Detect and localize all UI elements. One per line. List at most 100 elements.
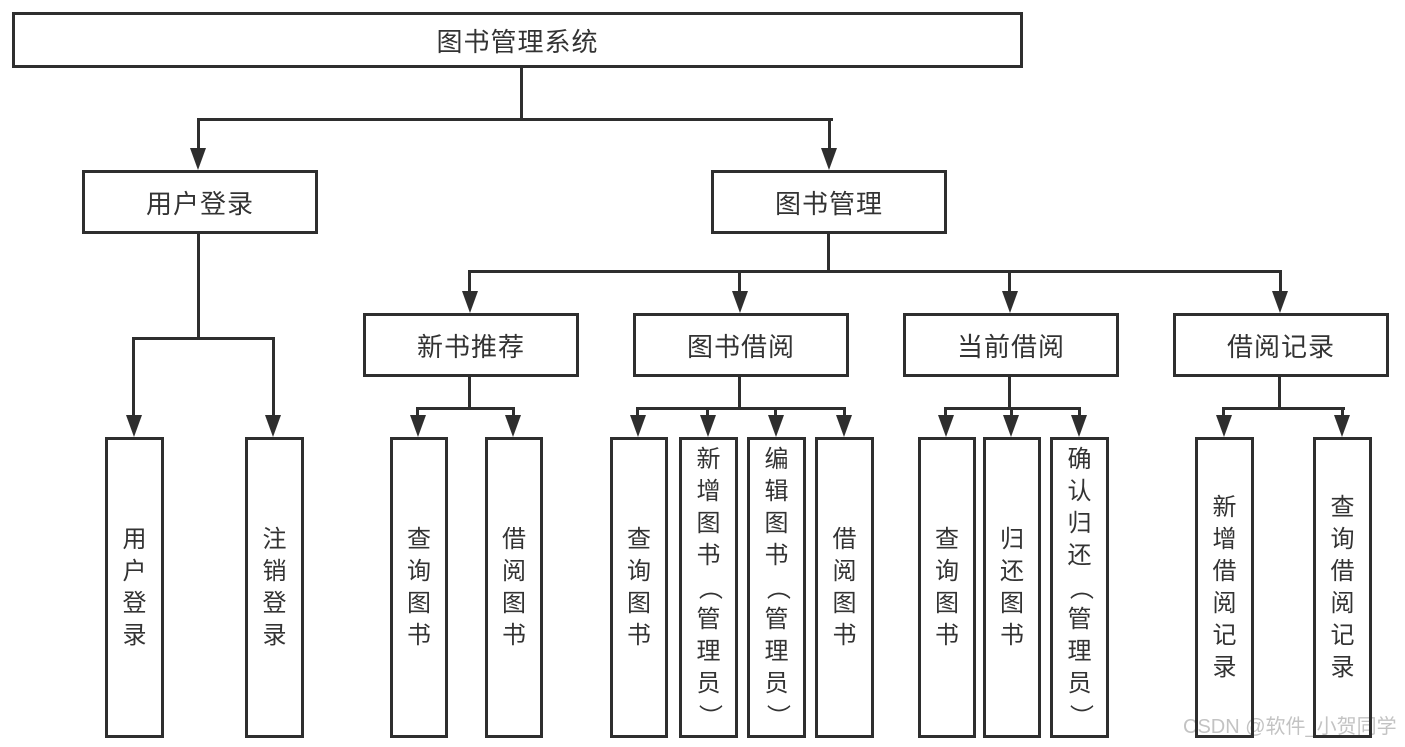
leaf-borrow-books: 借阅图书 xyxy=(815,437,874,738)
arrow-down-icon xyxy=(1272,291,1288,313)
connector-line xyxy=(944,407,947,419)
arrow-down-icon xyxy=(630,415,646,437)
connector-line xyxy=(512,407,515,419)
arrow-down-icon xyxy=(190,148,206,170)
leaf-label-char: （ xyxy=(695,575,723,600)
leaf-label-char: 书 xyxy=(407,621,431,649)
leaf-label-char: 管 xyxy=(764,605,789,633)
leaf-label-char: 图 xyxy=(1000,589,1024,617)
leaf-label-char: 阅 xyxy=(502,557,526,585)
connector-line xyxy=(1010,407,1013,419)
connector-line xyxy=(827,233,830,273)
arrow-down-icon xyxy=(1002,291,1018,313)
connector-line xyxy=(468,270,471,293)
csdn-watermark: CSDN @软件_小贺同学 xyxy=(1183,716,1397,738)
leaf-label-char: 查 xyxy=(1330,493,1355,521)
node-current-borrowing: 当前借阅 xyxy=(903,313,1119,377)
connector-line xyxy=(197,233,200,340)
leaf-label-char: 登 xyxy=(122,589,147,617)
leaf-label-char: 询 xyxy=(627,557,651,585)
connector-line xyxy=(1222,407,1225,419)
leaf-label-char: 编 xyxy=(764,445,789,473)
leaf-query-books: 查询图书 xyxy=(390,437,448,738)
node-label: 借阅记录 xyxy=(1226,331,1335,362)
leaf-label-char: 借 xyxy=(1330,557,1355,585)
arrow-down-icon xyxy=(1071,415,1087,437)
leaf-label-char: 查 xyxy=(627,525,651,553)
connector-line xyxy=(132,337,275,340)
leaf-query-borrow-record: 查询借阅记录 xyxy=(1313,437,1372,738)
arrow-down-icon xyxy=(821,148,837,170)
arrow-down-icon xyxy=(410,415,426,437)
leaf-label-char: 员 xyxy=(1067,669,1092,697)
arrow-down-icon xyxy=(1216,415,1232,437)
node-new-book-recommend: 新书推荐 xyxy=(363,313,579,377)
leaf-label-char: 用 xyxy=(122,525,147,553)
leaf-label-char: 借 xyxy=(1212,557,1237,585)
leaf-label-char: 询 xyxy=(407,557,431,585)
leaf-label-char: 还 xyxy=(1000,557,1024,585)
leaf-label-char: 书 xyxy=(627,621,651,649)
leaf-label-char: 书 xyxy=(1000,621,1024,649)
leaf-label-char: 书 xyxy=(502,621,526,649)
leaf-label-char: 图 xyxy=(696,509,721,537)
leaf-label-char: 图 xyxy=(502,589,526,617)
leaf-return-books: 归还图书 xyxy=(983,437,1041,738)
leaf-label-char: 确 xyxy=(1067,445,1092,473)
leaf-label-char: 理 xyxy=(696,637,721,665)
leaf-query-books: 查询图书 xyxy=(918,437,976,738)
connector-line xyxy=(416,407,419,419)
leaf-label-char: 图 xyxy=(935,589,959,617)
leaf-label-char: 阅 xyxy=(1212,589,1237,617)
connector-line xyxy=(416,407,515,410)
leaf-label-char: 借 xyxy=(502,525,526,553)
arrow-down-icon xyxy=(462,291,478,313)
leaf-confirm-return-admin: 确认归还（管理员） xyxy=(1050,437,1109,738)
leaf-label-char: 管 xyxy=(1067,605,1092,633)
leaf-label-char: 认 xyxy=(1067,477,1092,505)
leaf-user-login: 用户登录 xyxy=(105,437,164,738)
connector-line xyxy=(774,407,777,419)
leaf-label-char: 查 xyxy=(407,525,431,553)
leaf-label-char: 员 xyxy=(764,669,789,697)
leaf-label-char: 阅 xyxy=(1330,589,1355,617)
node-borrowing-records: 借阅记录 xyxy=(1173,313,1389,377)
leaf-label-char: 新 xyxy=(696,445,721,473)
leaf-label-char: 辑 xyxy=(764,477,789,505)
leaf-label-char: 增 xyxy=(696,477,721,505)
connector-line xyxy=(1341,407,1344,419)
leaf-label-char: 图 xyxy=(627,589,651,617)
leaf-label-char: 归 xyxy=(1000,525,1024,553)
node-user-login: 用户登录 xyxy=(82,170,318,234)
node-label: 图书借阅 xyxy=(686,331,795,362)
leaf-label-char: （ xyxy=(763,575,791,600)
leaf-add-borrow-record: 新增借阅记录 xyxy=(1195,437,1254,738)
connector-line xyxy=(828,118,831,150)
leaf-label-char: 销 xyxy=(262,557,287,585)
arrow-down-icon xyxy=(126,415,142,437)
node-book-management: 图书管理 xyxy=(711,170,947,234)
connector-line xyxy=(132,337,135,419)
leaf-label-char: 书 xyxy=(696,541,721,569)
connector-line xyxy=(738,377,741,410)
leaf-label-char: 查 xyxy=(935,525,959,553)
leaf-label-char: 书 xyxy=(832,621,857,649)
leaf-label-char: ） xyxy=(1066,703,1094,728)
leaf-label-char: 录 xyxy=(1330,653,1355,681)
node-book-borrowing: 图书借阅 xyxy=(633,313,849,377)
leaf-label-char: 记 xyxy=(1212,621,1237,649)
leaf-label-char: 询 xyxy=(935,557,959,585)
arrow-down-icon xyxy=(732,291,748,313)
connector-line xyxy=(1008,270,1011,293)
leaf-label-char: ） xyxy=(695,703,723,728)
connector-line xyxy=(468,270,1282,273)
leaf-label-char: 员 xyxy=(696,669,721,697)
leaf-label-char: 注 xyxy=(262,525,287,553)
leaf-label-char: 图 xyxy=(764,509,789,537)
node-label: 当前借阅 xyxy=(956,331,1065,362)
connector-line xyxy=(1078,407,1081,419)
connector-line xyxy=(738,270,741,293)
connector-line xyxy=(1222,407,1345,410)
connector-line xyxy=(197,118,200,150)
connector-line xyxy=(636,407,639,419)
